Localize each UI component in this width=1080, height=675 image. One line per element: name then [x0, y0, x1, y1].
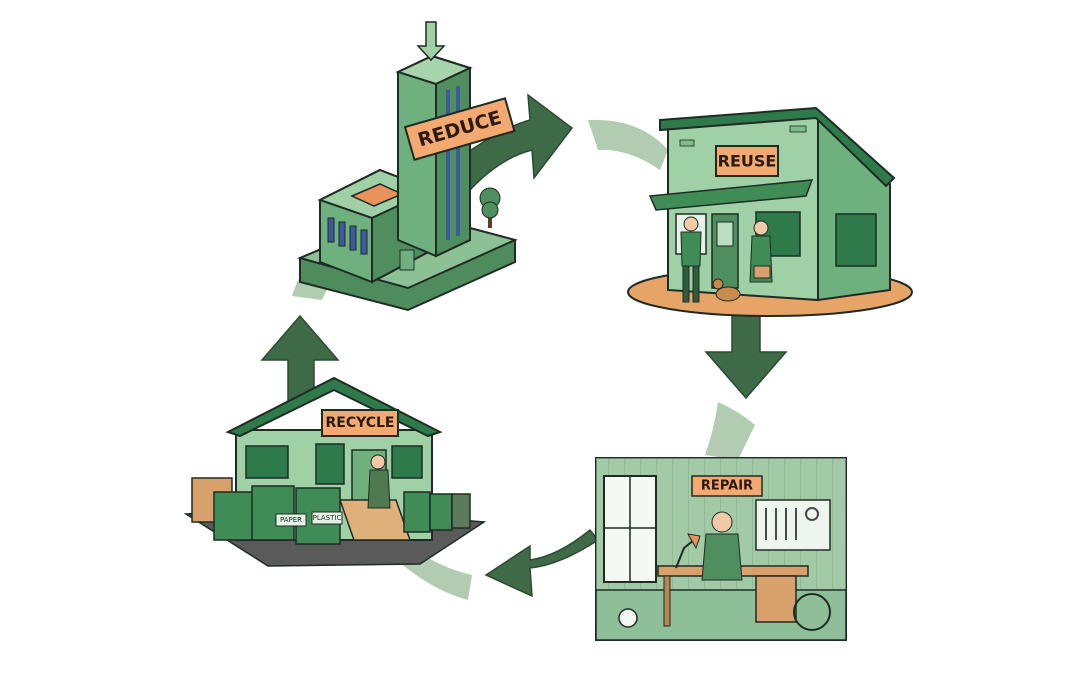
recycle-sign: RECYCLE — [321, 409, 399, 437]
repair-sign: REPAIR — [691, 475, 763, 497]
reuse-label: REUSE — [718, 152, 777, 171]
recycle-building: PAPER PLASTIC — [183, 376, 487, 567]
arrow-reuse-to-repair — [704, 311, 788, 460]
arrow-reduce-to-reuse — [443, 93, 668, 192]
bin-paper-label: PAPER — [280, 516, 302, 524]
bin-plastic-label: PLASTIC — [313, 514, 342, 522]
reduce-building — [296, 21, 518, 312]
repair-room — [595, 457, 847, 641]
recycle-label: RECYCLE — [325, 415, 394, 431]
reuse-sign: REUSE — [715, 145, 779, 177]
repair-label: REPAIR — [701, 479, 753, 494]
reuse-building — [627, 106, 913, 317]
